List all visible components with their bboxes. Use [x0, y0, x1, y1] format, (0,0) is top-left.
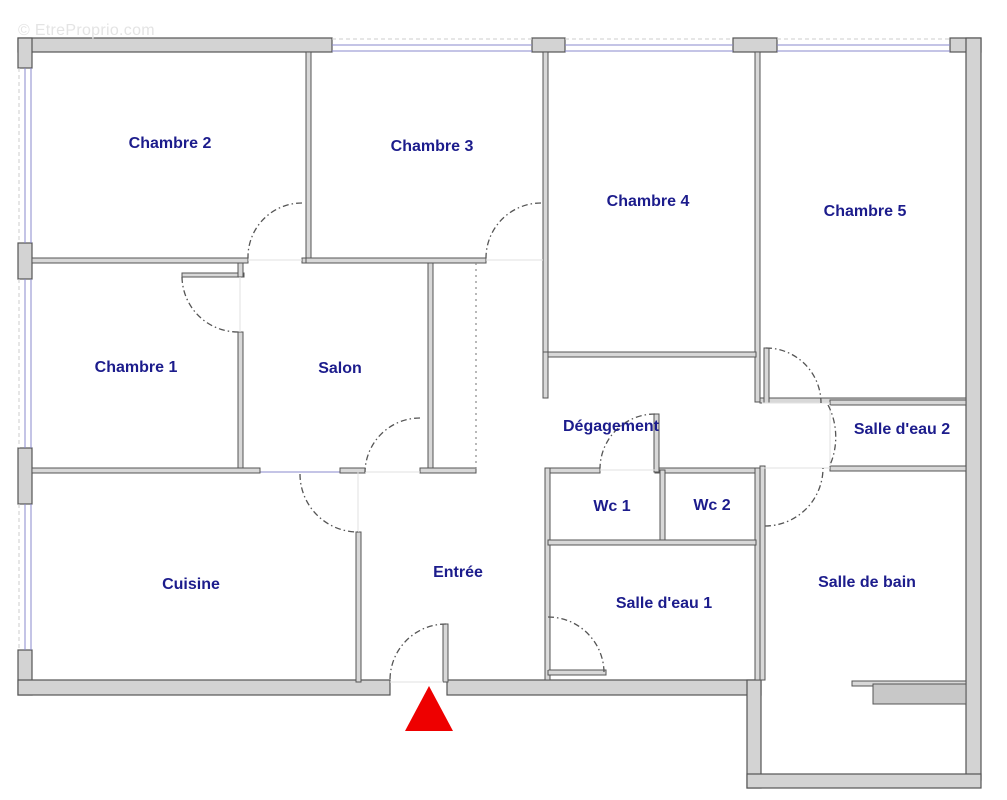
- room-label-entree: Entrée: [433, 564, 483, 581]
- interior-walls: [31, 51, 967, 705]
- watermark: © EtreProprio.com: [18, 22, 155, 39]
- room-label-cuisine: Cuisine: [162, 576, 220, 593]
- room-label-chambre-3: Chambre 3: [390, 138, 474, 155]
- door-swings: [181, 202, 837, 681]
- room-label-salle-de-bain: Salle de bain: [818, 574, 916, 591]
- room-label-wc-2: Wc 2: [693, 497, 731, 514]
- threshold-lines: [239, 259, 831, 683]
- room-label-chambre-4: Chambre 4: [606, 193, 690, 210]
- exterior-walls: [17, 37, 982, 789]
- room-label-chambre-1: Chambre 1: [94, 359, 178, 376]
- room-label-chambre-5: Chambre 5: [823, 203, 907, 220]
- room-label-salle-d-eau-1: Salle d'eau 1: [615, 595, 713, 612]
- windows: [24, 44, 950, 650]
- room-label-wc-1: Wc 1: [593, 498, 631, 515]
- room-label-salle-d-eau-2: Salle d'eau 2: [853, 421, 951, 438]
- room-label-salon: Salon: [318, 360, 362, 377]
- entrance-arrow-icon: [405, 686, 453, 731]
- window-sills: [18, 38, 950, 650]
- room-label-chambre-2: Chambre 2: [128, 135, 212, 152]
- room-label-degagement: Dégagement: [562, 418, 660, 435]
